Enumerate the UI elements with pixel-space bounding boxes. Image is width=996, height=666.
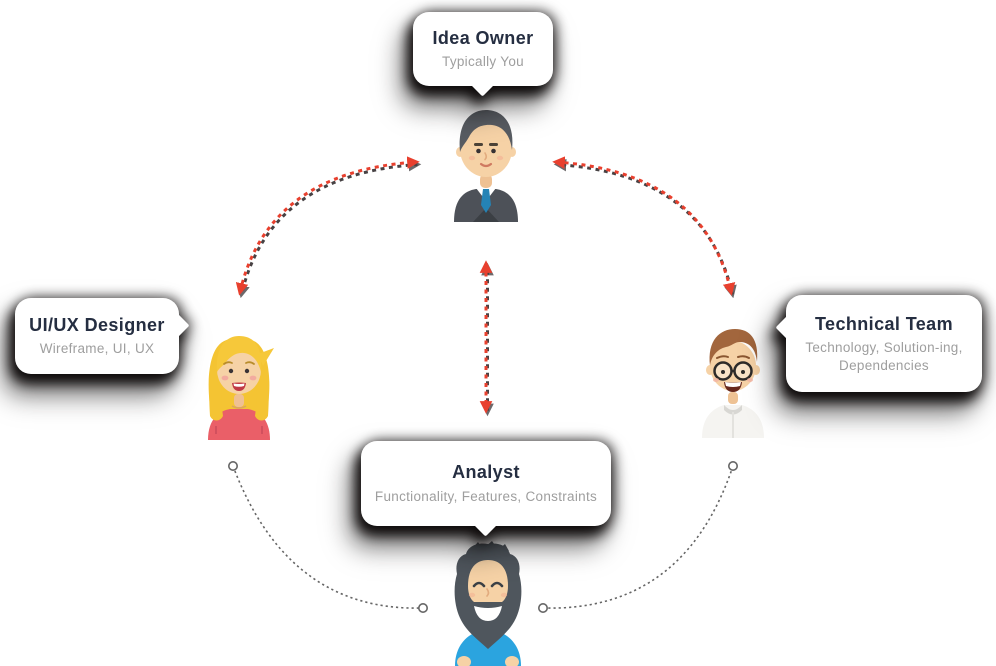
- arrow-ideaowner-designer: [235, 156, 420, 296]
- uiux-designer-title: UI/UX Designer: [29, 314, 165, 335]
- bearded-man-avatar: [454, 541, 522, 666]
- glasses-man-avatar: [702, 329, 764, 438]
- uiux-designer-bubble: UI/UX Designer Wireframe, UI, UX: [15, 298, 179, 374]
- technical-team-title: Technical Team: [815, 313, 953, 334]
- idea-owner-bubble: Idea Owner Typically You: [413, 12, 553, 86]
- analyst-bubble: Analyst Functionality, Features, Constra…: [361, 441, 611, 526]
- idea-owner-title: Idea Owner: [432, 27, 534, 48]
- uiux-designer-subtitle: Wireframe, UI, UX: [39, 341, 155, 357]
- businessman-avatar: [454, 110, 518, 222]
- technical-team-bubble: Technical Team Technology, Solution-ing,…: [786, 295, 982, 392]
- analyst-subtitle: Functionality, Features, Constraints: [374, 488, 598, 504]
- technical-team-subtitle: Technology, Solution-ing, Dependencies: [805, 340, 963, 373]
- line-analyst-designer: [228, 461, 428, 613]
- line-analyst-technical: [538, 461, 738, 613]
- arrow-ideaowner-technical: [552, 156, 736, 296]
- idea-owner-subtitle: Typically You: [442, 54, 524, 70]
- analyst-title: Analyst: [452, 462, 520, 483]
- blonde-woman-avatar: [208, 336, 274, 440]
